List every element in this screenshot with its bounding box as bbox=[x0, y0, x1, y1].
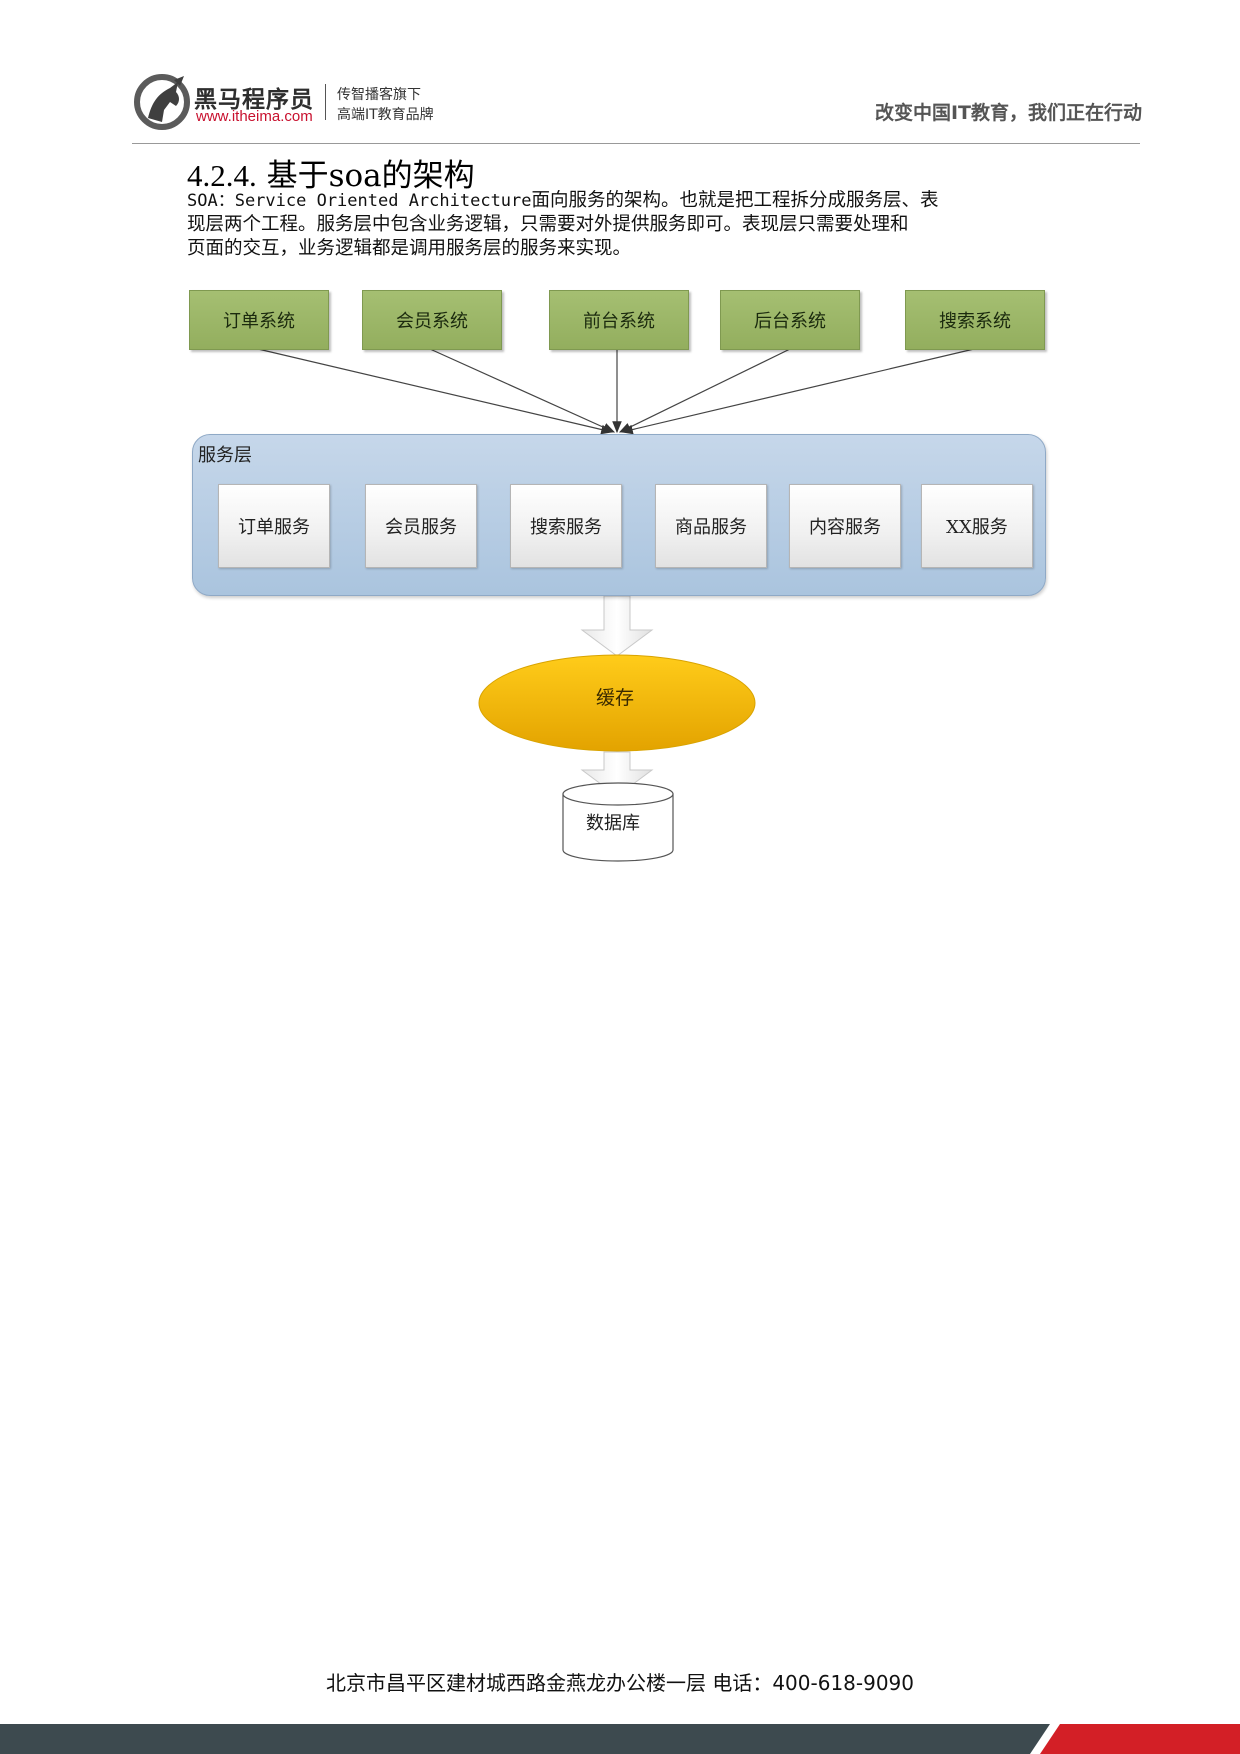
content-service-box: 内容服务 bbox=[789, 484, 901, 568]
paragraph-line-3: 页面的交互，业务逻辑都是调用服务层的服务来实现。 bbox=[187, 238, 632, 259]
page-header: 黑马程序员 www.itheima.com 传智播客旗下 高端IT教育品牌 改变… bbox=[0, 0, 1240, 150]
section-title: 4.2.4. 基于soa的架构 bbox=[187, 150, 475, 195]
arrow-order-system bbox=[257, 348, 614, 435]
arrow-search-system bbox=[620, 348, 975, 435]
cache-ellipse bbox=[478, 654, 756, 752]
member-service-box: 会员服务 bbox=[365, 484, 477, 568]
brand-subtitle-1: 传智播客旗下 bbox=[337, 87, 421, 103]
brand-url[interactable]: www.itheima.com bbox=[196, 108, 313, 125]
order-service-box: 订单服务 bbox=[218, 484, 330, 568]
soa-architecture-diagram: 订单系统 会员系统 前台系统 后台系统 搜索系统 服务层 订单服务 会员服务 搜… bbox=[189, 290, 1046, 862]
service-layer-label: 服务层 bbox=[198, 445, 252, 466]
footer-bar bbox=[0, 1724, 1240, 1754]
back-system-box: 后台系统 bbox=[720, 290, 860, 350]
paragraph-line-1-rest: 面向服务的架构。也就是把工程拆分成服务层、表 bbox=[531, 190, 939, 211]
section-paragraph: SOA：Service Oriented Architecture面向服务的架构… bbox=[187, 189, 1057, 261]
database-cylinder bbox=[562, 782, 674, 862]
product-service-box: 商品服务 bbox=[655, 484, 767, 568]
paragraph-line-1: SOA：Service Oriented Architecture面向服务的架构… bbox=[187, 189, 1057, 213]
footer-address: 北京市昌平区建材城西路金燕龙办公楼一层 电话：400-618-9090 bbox=[325, 1671, 915, 1695]
search-service-box: 搜索服务 bbox=[510, 484, 622, 568]
paragraph-line-2: 现层两个工程。服务层中包含业务逻辑，只需要对外提供服务即可。表现层只需要处理和 bbox=[187, 214, 909, 235]
front-system-box: 前台系统 bbox=[549, 290, 689, 350]
system-to-service-arrows bbox=[257, 348, 975, 435]
header-slogan: 改变中国IT教育，我们正在行动 bbox=[874, 102, 1142, 124]
database-label: 数据库 bbox=[586, 813, 640, 834]
block-arrow-to-cache bbox=[580, 595, 654, 657]
brand-subtitle-2: 高端IT教育品牌 bbox=[337, 107, 434, 123]
arrow-back-system bbox=[618, 348, 791, 433]
soa-term: SOA：Service Oriented Architecture bbox=[187, 191, 532, 211]
search-system-box: 搜索系统 bbox=[905, 290, 1045, 350]
header-divider bbox=[132, 143, 1140, 144]
brand-name: 黑马程序员 bbox=[194, 87, 314, 113]
arrow-member-system bbox=[429, 348, 616, 433]
member-system-box: 会员系统 bbox=[362, 290, 502, 350]
horse-logo-icon bbox=[134, 74, 190, 130]
section-title-text: 基于soa的架构 bbox=[266, 158, 475, 194]
order-system-box: 订单系统 bbox=[189, 290, 329, 350]
brand-divider bbox=[325, 84, 326, 120]
xx-service-box: XX服务 bbox=[921, 484, 1033, 568]
cache-label: 缓存 bbox=[595, 687, 634, 709]
diagram-connectors bbox=[257, 348, 975, 862]
section-number: 4.2.4. bbox=[187, 158, 257, 193]
